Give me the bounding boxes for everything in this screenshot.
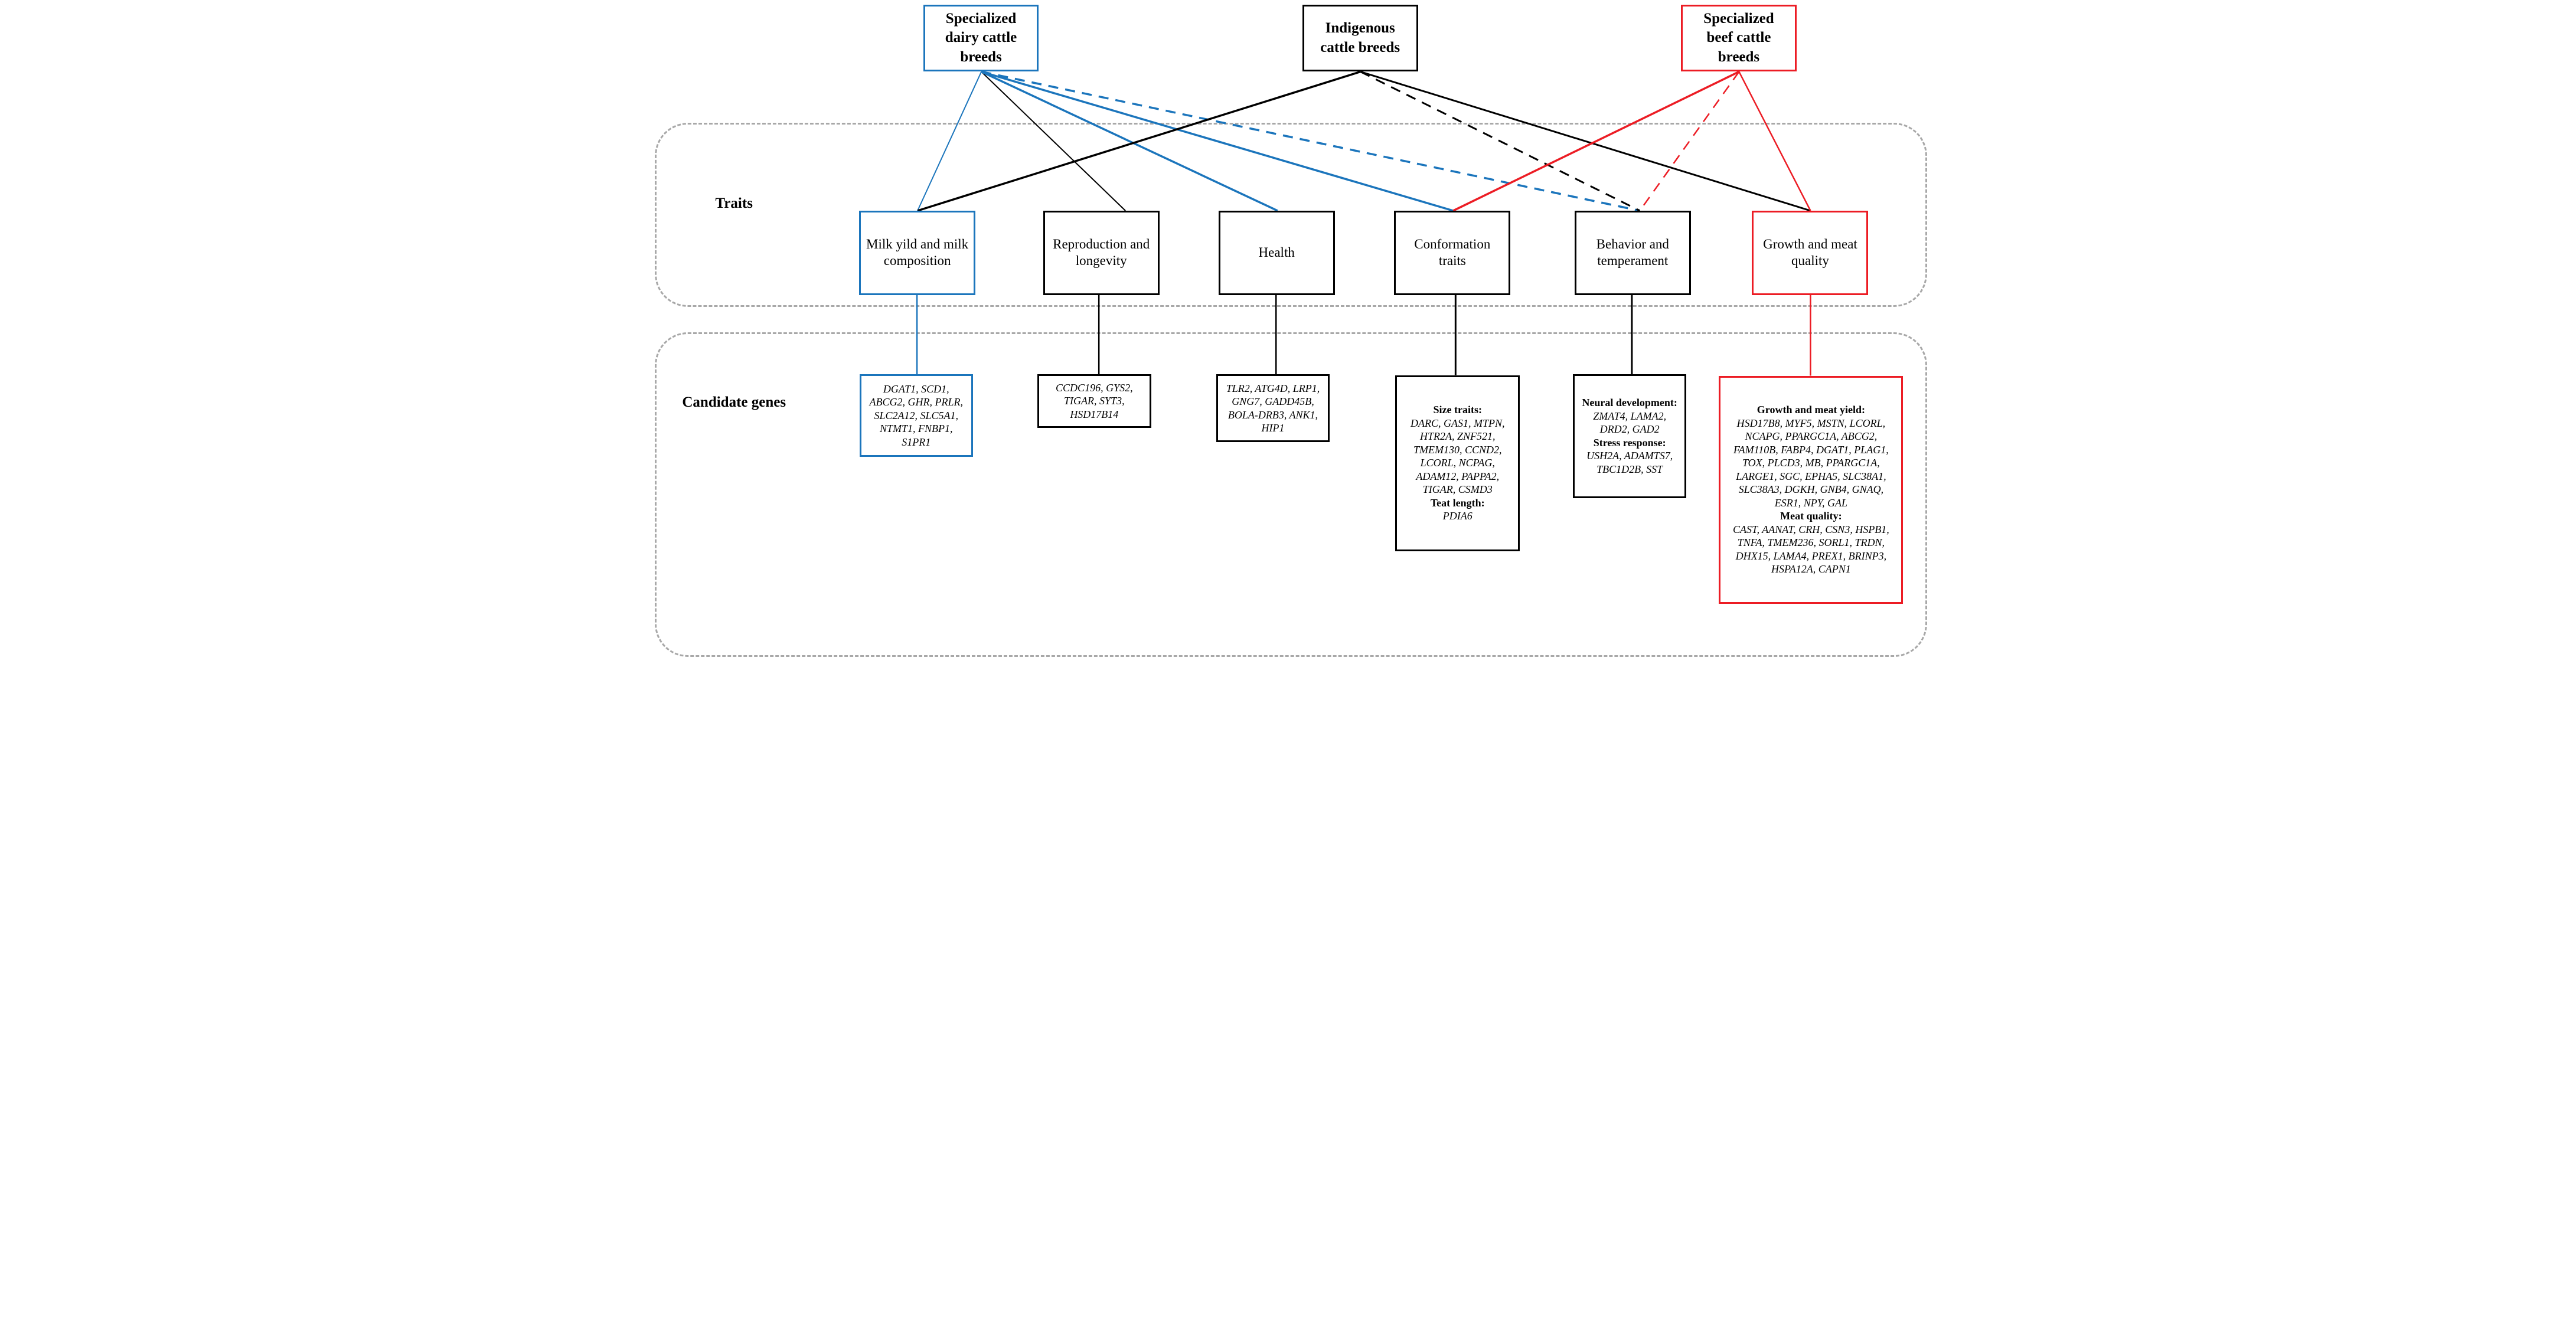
gene-box-growth: Growth and meat yield: HSD17B8, MYF5, MS…	[1719, 375, 1904, 604]
candidate-genes-region-label: Candidate genes	[682, 394, 786, 411]
trait-box-behavior-label: Behavior and temperament	[1596, 236, 1669, 269]
gene-list-size-traits: DARC, GAS1, MTPN, HTR2A, ZNF521, TMEM130…	[1410, 417, 1505, 496]
gene-section-header-neural-development: Neural development:	[1582, 397, 1677, 409]
gene-section-header-growth-meat-yield: Growth and meat yield:	[1756, 404, 1865, 416]
gene-list-health: TLR2, ATG4D, LRP1, GNG7, GADD45B, BOLA-D…	[1226, 382, 1320, 434]
connector-dairy-behav_t	[981, 70, 1640, 212]
gene-section-header-size-traits: Size traits:	[1433, 404, 1482, 416]
candidate-genes-region	[654, 332, 1927, 657]
connector-indigenous-behav_t	[1360, 71, 1640, 212]
connector-dairy-health_t	[980, 70, 1278, 212]
connector-beef-growth_t	[1738, 71, 1811, 211]
connector-dairy-conf_t	[981, 70, 1454, 212]
connector-indigenous-growth_t	[1360, 71, 1811, 212]
connector-beef-conf_t	[1452, 70, 1739, 212]
gene-box-health: TLR2, ATG4D, LRP1, GNG7, GADD45B, BOLA-D…	[1216, 374, 1330, 443]
gene-list-growth-meat-yield: HSD17B8, MYF5, MSTN, LCORL, NCAPG, PPARG…	[1733, 417, 1889, 509]
trait-box-growth-label: Growth and meat quality	[1763, 236, 1857, 269]
trait-box-health: Health	[1218, 210, 1335, 295]
breed-box-indigenous: Indigenous cattle breeds	[1302, 4, 1418, 72]
connector-indigenous-milk_t	[917, 70, 1361, 212]
trait-box-health-label: Health	[1258, 245, 1295, 260]
connector-lines	[916, 70, 1811, 376]
diagram-canvas: Traits Candidate genes Specialized dairy…	[644, 0, 1932, 664]
trait-box-growth: Growth and meat quality	[1752, 210, 1869, 295]
gene-list-teat-length: PDIA6	[1442, 510, 1473, 522]
breed-box-beef: Specialized beef cattle breeds	[1681, 4, 1797, 72]
breed-box-beef-label: Specialized beef cattle breeds	[1703, 10, 1774, 65]
connector-beef-behav_t	[1638, 71, 1739, 211]
gene-box-milk-yield: DGAT1, SCD1, ABCG2, GHR, PRLR, SLC2A12, …	[859, 374, 973, 457]
breed-box-dairy-label: Specialized dairy cattle breeds	[945, 10, 1017, 65]
connector-dairy-milk_t	[916, 71, 982, 211]
trait-box-conformation: Conformation traits	[1394, 210, 1511, 295]
trait-box-reproduction: Reproduction and longevity	[1043, 210, 1160, 295]
traits-region-label: Traits	[715, 195, 753, 211]
breed-box-dairy: Specialized dairy cattle breeds	[923, 4, 1039, 72]
gene-list-reproduction: CCDC196, GYS2, TIGAR, SYT3, HSD17B14	[1056, 381, 1133, 420]
gene-box-behavior: Neural development: ZMAT4, LAMA2, DRD2, …	[1573, 374, 1686, 498]
gene-list-milk-yield: DGAT1, SCD1, ABCG2, GHR, PRLR, SLC2A12, …	[869, 382, 963, 448]
gene-section-header-teat-length: Teat length:	[1430, 496, 1485, 509]
trait-box-behavior: Behavior and temperament	[1574, 210, 1691, 295]
traits-region	[654, 123, 1927, 308]
trait-box-milk-yield: Milk yild and milk composition	[859, 210, 976, 295]
gene-box-reproduction: CCDC196, GYS2, TIGAR, SYT3, HSD17B14	[1037, 374, 1151, 429]
gene-list-meat-quality: CAST, AANAT, CRH, CSN3, HSPB1, TNFA, TME…	[1732, 523, 1889, 575]
gene-box-conformation: Size traits: DARC, GAS1, MTPN, HTR2A, ZN…	[1395, 375, 1520, 551]
breed-box-indigenous-label: Indigenous cattle breeds	[1320, 20, 1400, 55]
gene-section-header-stress-response: Stress response:	[1593, 436, 1666, 449]
connector-dairy-repro_t	[980, 71, 1126, 211]
trait-box-conformation-label: Conformation traits	[1414, 236, 1491, 269]
trait-box-milk-yield-label: Milk yild and milk composition	[866, 236, 969, 269]
gene-list-neural-development: ZMAT4, LAMA2, DRD2, GAD2	[1593, 410, 1667, 436]
gene-list-stress-response: USH2A, ADAMTS7, TBC1D2B, SST	[1586, 450, 1673, 475]
trait-box-reproduction-label: Reproduction and longevity	[1053, 236, 1150, 269]
gene-section-header-meat-quality: Meat quality:	[1780, 510, 1842, 522]
